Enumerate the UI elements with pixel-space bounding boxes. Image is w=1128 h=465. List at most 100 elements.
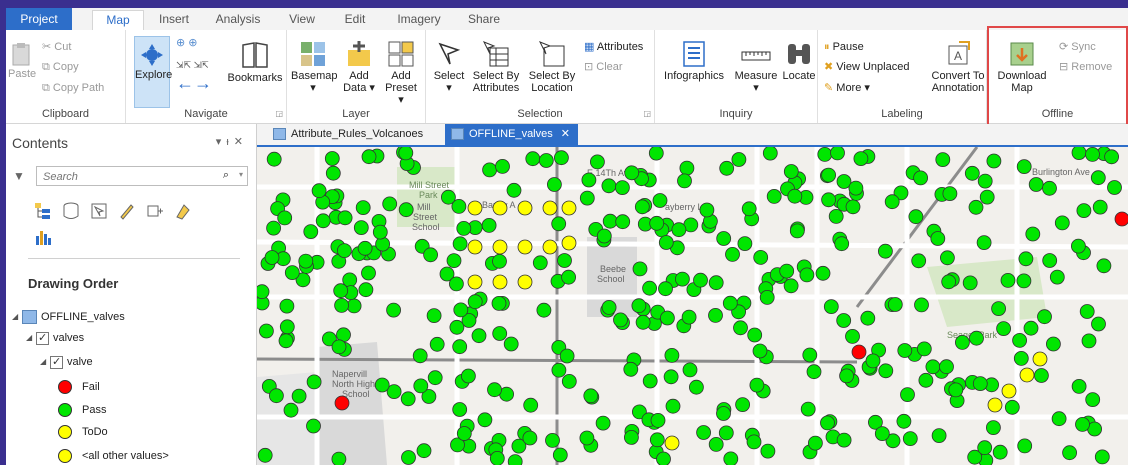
- valve-point[interactable]: [665, 398, 681, 414]
- valve-point[interactable]: [716, 231, 732, 246]
- valve-point[interactable]: [1071, 378, 1087, 394]
- valve-point[interactable]: [671, 222, 687, 238]
- valve-point[interactable]: [964, 165, 980, 181]
- valve-point[interactable]: [1051, 411, 1067, 427]
- tree-layer-row[interactable]: ◢valves: [26, 329, 84, 347]
- tree-field-row[interactable]: ◢valve: [40, 353, 93, 371]
- close-icon[interactable]: ✕: [233, 136, 248, 148]
- valve-point[interactable]: [836, 313, 852, 328]
- valve-point[interactable]: [1000, 272, 1016, 288]
- valve-point[interactable]: [681, 309, 697, 325]
- valve-point[interactable]: [908, 209, 924, 225]
- list-by-labeling-icon[interactable]: [174, 202, 192, 223]
- valve-point[interactable]: [719, 160, 735, 176]
- valve-point[interactable]: [589, 154, 605, 170]
- valve-point[interactable]: [421, 389, 437, 404]
- valve-point[interactable]: [986, 153, 1002, 169]
- fixed-zoom-icon[interactable]: ⇲⇱ ⇲⇱: [176, 60, 209, 70]
- valve-point[interactable]: [1075, 416, 1090, 432]
- valve-point[interactable]: [766, 189, 782, 204]
- valve-point[interactable]: [559, 348, 575, 364]
- tab-insert[interactable]: Insert: [158, 12, 189, 26]
- valve-point[interactable]: [439, 266, 455, 282]
- valve-point[interactable]: [658, 235, 674, 250]
- valve-point[interactable]: [830, 147, 845, 161]
- valve-point[interactable]: [911, 253, 927, 269]
- legend-item[interactable]: ToDo: [58, 423, 108, 441]
- valve-point[interactable]: [257, 284, 270, 300]
- valve-point[interactable]: [674, 271, 690, 287]
- valve-point[interactable]: [1028, 177, 1044, 192]
- valve-point[interactable]: [522, 430, 538, 446]
- tab-project[interactable]: Project: [6, 8, 72, 30]
- valve-point[interactable]: [1017, 438, 1033, 454]
- valve-point[interactable]: [416, 443, 432, 459]
- valve-point[interactable]: [361, 265, 376, 281]
- valve-point[interactable]: [492, 326, 508, 341]
- valve-point[interactable]: [1094, 449, 1110, 465]
- valve-point[interactable]: [553, 150, 569, 166]
- valve-point[interactable]: [885, 433, 901, 449]
- valve-point[interactable]: [955, 334, 970, 350]
- valve-point[interactable]: [623, 361, 639, 377]
- valve-point[interactable]: [1037, 309, 1052, 325]
- valve-point[interactable]: [1019, 367, 1035, 383]
- valve-point[interactable]: [1025, 226, 1041, 242]
- valve-point[interactable]: [507, 454, 523, 465]
- valve-point[interactable]: [538, 153, 554, 168]
- valve-point[interactable]: [452, 402, 468, 417]
- valve-point[interactable]: [817, 147, 833, 162]
- valve-point[interactable]: [426, 308, 442, 324]
- attributes-button[interactable]: ▦ Attributes: [584, 40, 643, 54]
- valve-point[interactable]: [931, 428, 947, 444]
- valve-point[interactable]: [1032, 351, 1048, 367]
- valve-point[interactable]: [258, 323, 274, 339]
- valve-point[interactable]: [503, 336, 519, 352]
- valve-point[interactable]: [456, 221, 472, 236]
- valve-point[interactable]: [450, 437, 465, 453]
- valve-point[interactable]: [688, 379, 704, 395]
- valve-point[interactable]: [624, 165, 640, 181]
- map-view[interactable]: E 14Th Ave Burlington Ave Barley A ayber…: [257, 147, 1128, 465]
- valve-point[interactable]: [1107, 180, 1122, 195]
- valve-point[interactable]: [492, 253, 507, 269]
- infographics-button[interactable]: Infographics: [659, 40, 729, 82]
- valve-point[interactable]: [453, 302, 469, 318]
- valve-point[interactable]: [733, 320, 748, 336]
- valve-point[interactable]: [303, 224, 319, 239]
- valve-point[interactable]: [723, 451, 739, 465]
- valve-point[interactable]: [913, 170, 928, 186]
- valve-point[interactable]: [968, 199, 984, 215]
- pane-controls[interactable]: ▾ᵼ✕: [216, 135, 248, 148]
- tab-edit[interactable]: Edit: [344, 12, 366, 26]
- valve-point[interactable]: [506, 182, 522, 198]
- valve-point[interactable]: [1034, 368, 1049, 383]
- valve-point[interactable]: [448, 276, 464, 292]
- valve-point[interactable]: [546, 177, 562, 192]
- valve-point[interactable]: [440, 189, 456, 205]
- valve-point[interactable]: [517, 200, 533, 216]
- valve-point[interactable]: [735, 397, 751, 413]
- valve-point[interactable]: [449, 319, 465, 335]
- valve-point[interactable]: [283, 402, 299, 418]
- valve-point[interactable]: [601, 178, 617, 194]
- valve-point[interactable]: [648, 147, 664, 161]
- valve-point[interactable]: [682, 362, 698, 378]
- valve-point[interactable]: [1085, 147, 1100, 162]
- valve-point[interactable]: [451, 199, 467, 214]
- valve-point[interactable]: [1079, 304, 1095, 319]
- valve-point[interactable]: [853, 151, 869, 167]
- explore-button[interactable]: Explore: [134, 36, 172, 108]
- valve-point[interactable]: [375, 236, 390, 252]
- valve-point[interactable]: [561, 200, 577, 216]
- valve-point[interactable]: [446, 253, 462, 268]
- valve-point[interactable]: [979, 189, 995, 205]
- valve-point[interactable]: [851, 344, 867, 360]
- filter-icon[interactable]: ▼: [13, 169, 25, 183]
- valve-point[interactable]: [1081, 333, 1097, 349]
- valve-point[interactable]: [467, 294, 483, 310]
- valve-point[interactable]: [977, 440, 993, 456]
- copy-path-button[interactable]: ⧉ Copy Path: [42, 81, 104, 95]
- valve-point[interactable]: [808, 435, 823, 451]
